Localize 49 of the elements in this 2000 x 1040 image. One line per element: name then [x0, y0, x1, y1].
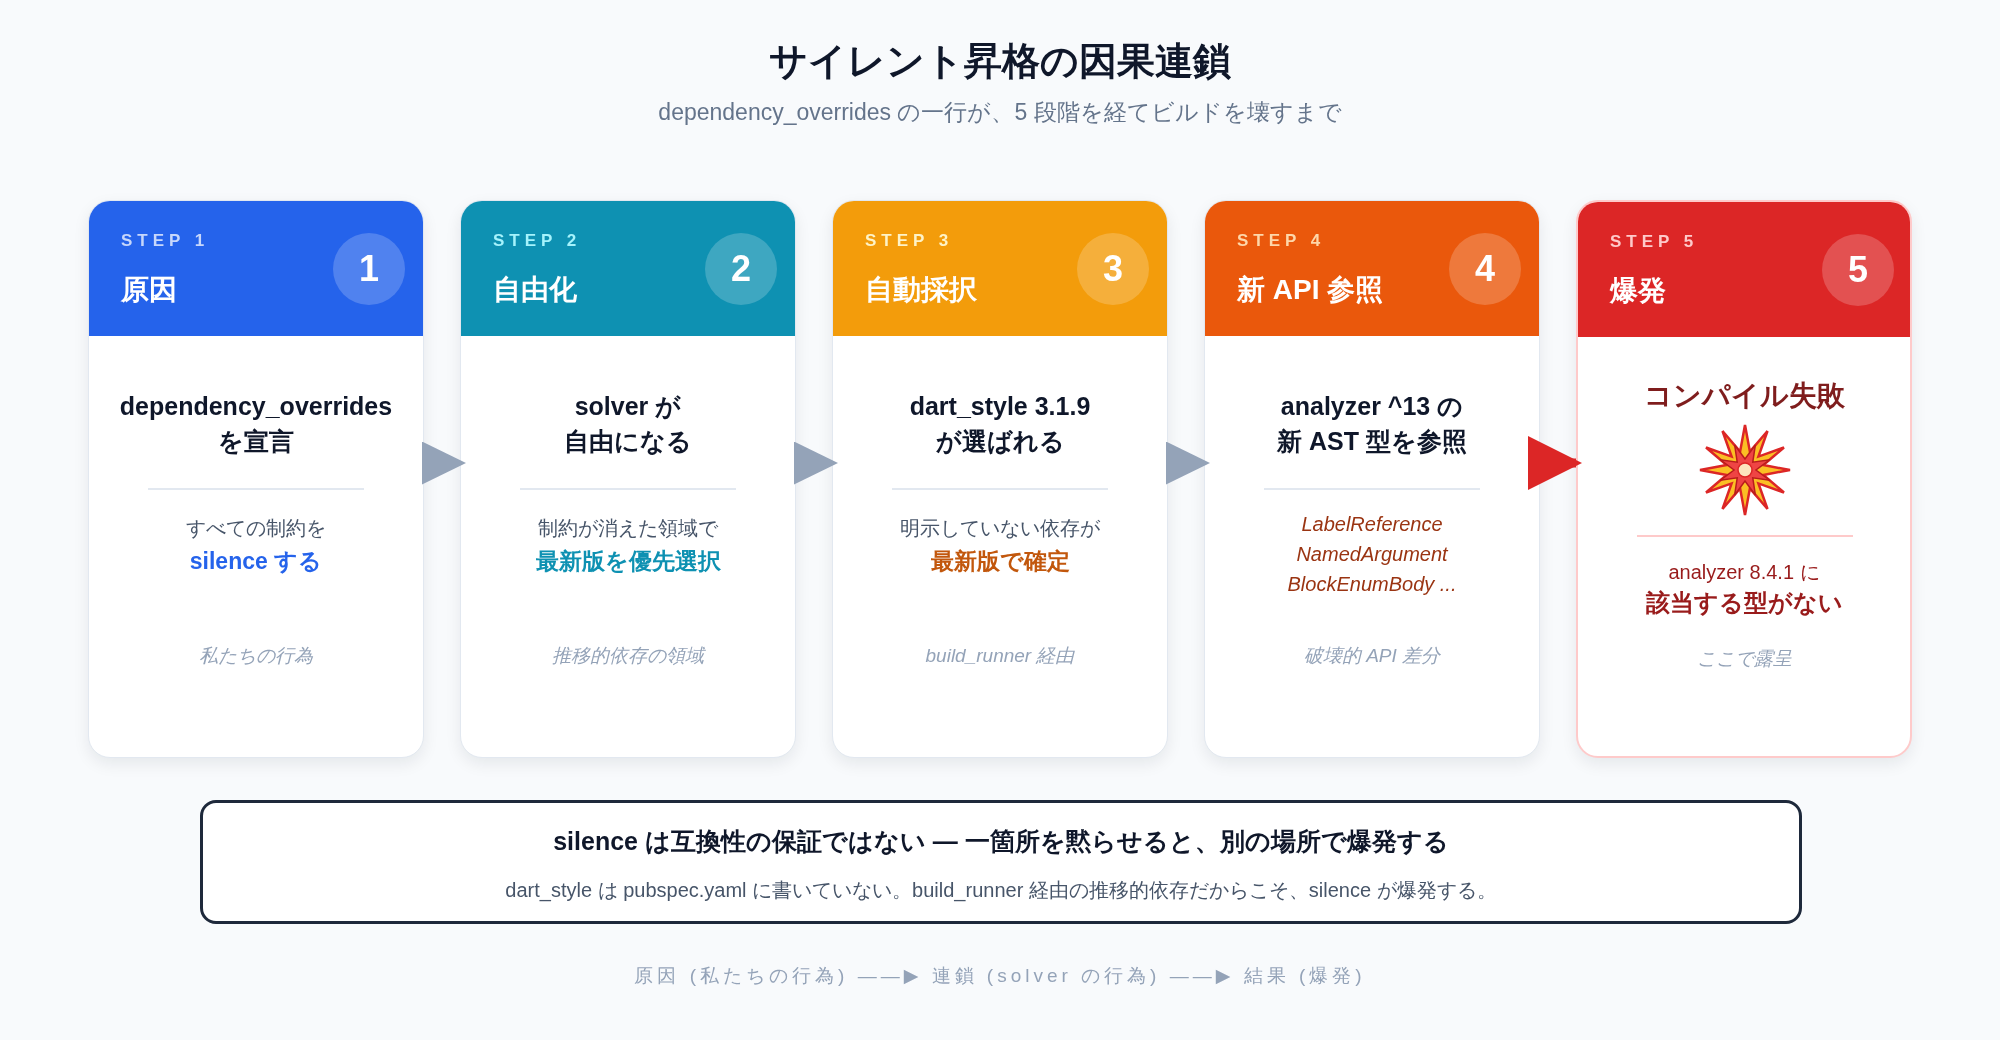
step-card [832, 200, 1168, 758]
highlight-text: silence する [189, 547, 323, 576]
highlight-text: 最新版で確定 [930, 547, 1070, 576]
summary-box [200, 800, 1802, 924]
summary-text: dart_style は pubspec.yaml に書いていない。build_runner 経由の推移的依存だからこそ、silence が爆発する。 [505, 878, 1497, 904]
step-title: 自由化 [493, 273, 577, 307]
step-title: 新 API 参照 [1237, 273, 1384, 307]
summary-heading: silence は互換性の保証ではない — 一箇所を黙らせると、別の場所で爆発する [553, 826, 1449, 857]
card-note: ここで露呈 [1696, 647, 1792, 671]
card-heading: dart_style 3.1.9 が選ばれる [908, 391, 1092, 457]
step-title: 爆発 [1610, 274, 1666, 308]
number-badge: 4 [1449, 233, 1521, 305]
card-text: analyzer 8.4.1 に [1668, 560, 1820, 585]
step-card [460, 200, 796, 758]
step-card [1204, 200, 1540, 758]
highlight-text: 該当する型がない [1645, 588, 1843, 618]
card-text: すべての制約を [186, 516, 326, 541]
card-heading: dependency_overrides を宣言 [118, 391, 394, 457]
step-title: 原因 [121, 273, 177, 307]
card-note: 破壊的 API 差分 [1303, 644, 1441, 668]
card-text: 明示していない依存が [900, 516, 1100, 541]
step-title: 自動採択 [865, 273, 977, 307]
card-heading: analyzer ^13 の新 AST 型を参照 [1276, 391, 1468, 457]
arrow [794, 441, 838, 485]
flow-note: 原因 (私たちの行為) ——▶ 連鎖 (solver の行為) ——▶ 結果 (爆発) [634, 964, 1366, 988]
subtitle: dependency_overrides の一行が、5 段階を経てビルドを壊すまで [658, 98, 1342, 127]
step-label: STEP 4 [1237, 230, 1326, 252]
number-badge: 1 [333, 233, 405, 305]
number-badge: 3 [1077, 233, 1149, 305]
type-list: LabelReference NamedArgument BlockEnumBody ... [1264, 509, 1480, 599]
title: サイレント昇格の因果連鎖 [769, 39, 1231, 84]
arrow [1166, 441, 1210, 485]
number-badge: 2 [705, 233, 777, 305]
number-badge: 5 [1822, 234, 1894, 306]
card-note: 推移的依存の領域 [552, 644, 704, 668]
step-card [1576, 200, 1912, 758]
card-note: build_runner 経由 [925, 644, 1075, 668]
step-card [88, 200, 424, 758]
step-label: STEP 1 [121, 230, 210, 252]
highlight-text: 最新版を優先選択 [535, 547, 721, 576]
step-label: STEP 3 [865, 230, 954, 252]
arrow [422, 441, 466, 485]
step-label: STEP 5 [1610, 231, 1699, 253]
card-heading: コンパイル失敗 [1643, 379, 1845, 413]
card-heading: solver が自由になる [564, 391, 692, 457]
step-label: STEP 2 [493, 230, 582, 252]
card-text: 制約が消えた領域で [538, 516, 718, 541]
card-note: 私たちの行為 [199, 644, 313, 668]
arrow [1528, 436, 1582, 490]
